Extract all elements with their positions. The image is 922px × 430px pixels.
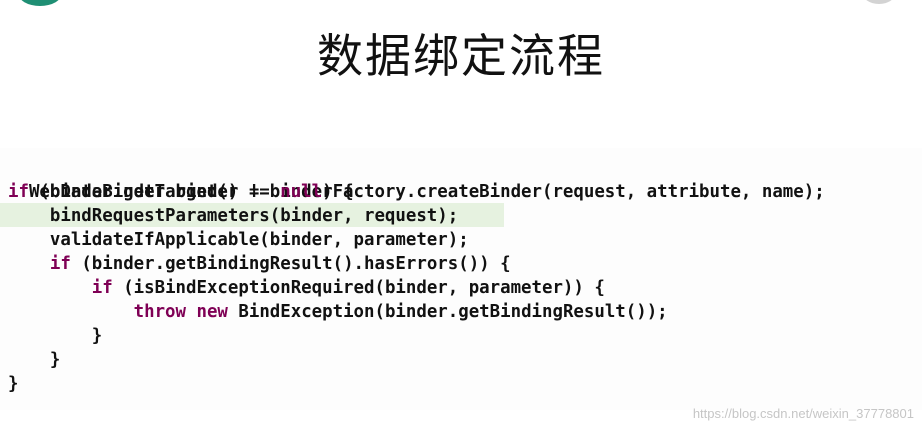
gray-corner-decoration [862, 0, 896, 4]
keyword-token: throw [133, 302, 186, 322]
code-token: WebDataBinder binder = binderFactory.cre… [28, 182, 825, 202]
code-token: } [8, 326, 103, 346]
code-line-7: throw new BindException(binder.getBindin… [8, 300, 668, 324]
green-corner-decoration [18, 0, 62, 6]
code-line-5: if (binder.getBindingResult().hasErrors(… [8, 252, 511, 276]
code-token: (binder.getTarget() != [28, 182, 281, 202]
indent-token [8, 302, 134, 322]
code-line-3: bindRequestParameters(binder, request); [8, 204, 458, 228]
code-token: ) { [322, 182, 354, 202]
keyword-token: if [8, 182, 29, 202]
slide-title: 数据绑定流程 [317, 29, 605, 83]
code-token: (binder.getBindingResult().hasErrors()) … [70, 254, 511, 274]
code-line-2: if (binder.getTarget() != null) { [8, 180, 354, 204]
code-line-4: validateIfApplicable(binder, parameter); [8, 228, 469, 252]
code-line-1: WebDataBinder binder = binderFactory.cre… [8, 156, 825, 202]
code-token: } [8, 350, 61, 370]
keyword-token: null [280, 182, 323, 202]
code-line-8: } [8, 324, 102, 348]
code-token: bindRequestParameters(binder, request); [8, 206, 459, 226]
code-line-10: } [8, 372, 18, 396]
code-line-6: if (isBindExceptionRequired(binder, para… [8, 276, 605, 300]
code-token: } [8, 374, 19, 394]
code-token: validateIfApplicable(binder, parameter); [8, 230, 469, 250]
code-block-background [0, 148, 922, 410]
highlighted-line-marker [0, 203, 504, 227]
watermark-text: https://blog.csdn.net/weixin_37778801 [692, 406, 914, 421]
indent-token [8, 254, 50, 274]
code-line-9: } [8, 348, 60, 372]
indent-token [8, 278, 92, 298]
code-token: (isBindExceptionRequired(binder, paramet… [112, 278, 605, 298]
keyword-token: if [49, 254, 71, 274]
code-token: BindException(binder.getBindingResult())… [227, 302, 668, 322]
keyword-token: if [91, 278, 113, 298]
keyword-token: new [196, 302, 228, 322]
space-token [186, 302, 196, 322]
